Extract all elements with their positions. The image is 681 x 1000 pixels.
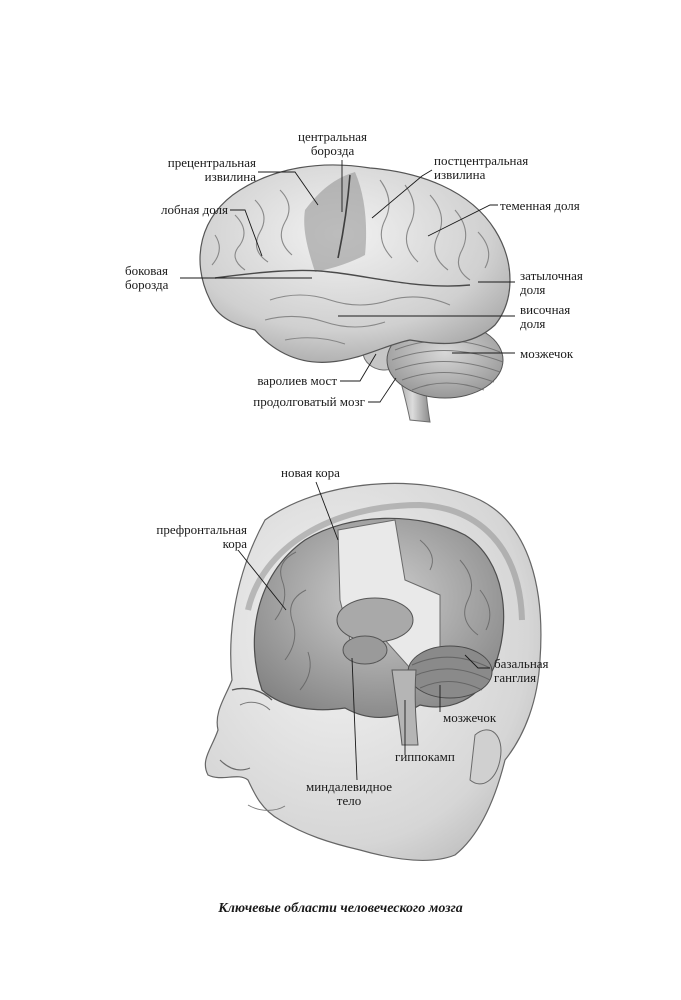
label-temporal-lobe-line2: доля	[520, 316, 546, 331]
label-cerebellum-2-line1: мозжечок	[443, 710, 497, 725]
lateral-brain-illustration	[180, 160, 515, 423]
label-postcentral-gyrus-line2: извилина	[434, 167, 486, 182]
label-frontal-lobe-line1: лобная доля	[161, 202, 228, 217]
label-medulla: продолговатый мозг	[253, 395, 365, 409]
figure-caption: Ключевые области человеческого мозга	[218, 901, 463, 916]
label-amygdala-line1: миндалевидное	[306, 779, 392, 794]
head-brain-illustration	[204, 481, 542, 862]
label-postcentral-gyrus-line1: постцентральная	[434, 153, 529, 168]
label-central-sulcus: центральная борозда	[298, 130, 367, 158]
label-basal-ganglia: базальная ганглия	[494, 657, 549, 685]
label-lateral-sulcus-line1: боковая	[125, 263, 168, 278]
label-amygdala-line2: тело	[336, 793, 362, 808]
label-parietal-lobe: теменная доля	[500, 199, 580, 213]
label-precentral-gyrus: прецентральная извилина	[168, 156, 256, 184]
label-occipital-lobe: затылочная доля	[520, 269, 583, 297]
label-lateral-sulcus: боковая борозда	[125, 264, 168, 292]
label-lateral-sulcus-line2: борозда	[125, 277, 169, 292]
label-neocortex-line1: новая кора	[281, 465, 340, 480]
label-parietal-lobe-line1: теменная доля	[500, 198, 580, 213]
label-central-sulcus-line2: борозда	[310, 143, 355, 158]
label-prefrontal-cortex: префронтальная кора	[156, 523, 247, 551]
label-occipital-lobe-line2: доля	[520, 282, 546, 297]
label-temporal-lobe-line1: височная	[520, 302, 571, 317]
label-occipital-lobe-line1: затылочная	[520, 268, 583, 283]
label-prefrontal-cortex-line2: кора	[222, 536, 247, 551]
label-cerebellum-1: мозжечок	[520, 347, 573, 361]
label-temporal-lobe: височная доля	[520, 303, 570, 331]
label-frontal-lobe: лобная доля	[161, 203, 228, 217]
label-pons-line1: варолиев мост	[257, 373, 337, 388]
label-neocortex: новая кора	[281, 466, 340, 480]
label-central-sulcus-line1: центральная	[298, 129, 368, 144]
label-basal-ganglia-line1: базальная	[494, 656, 549, 671]
label-hippocampus-line1: гиппокамп	[395, 749, 455, 764]
label-cerebellum-2: мозжечок	[443, 711, 496, 725]
label-hippocampus: гиппокамп	[395, 750, 455, 764]
label-cerebellum-1-line1: мозжечок	[520, 346, 574, 361]
label-medulla-line1: продолговатый мозг	[253, 394, 365, 409]
label-prefrontal-cortex-line1: префронтальная	[156, 522, 247, 537]
label-pons: варолиев мост	[257, 374, 337, 388]
label-amygdala: миндалевидное тело	[306, 780, 392, 808]
label-precentral-gyrus-line1: прецентральная	[167, 155, 256, 170]
label-precentral-gyrus-line2: извилина	[204, 169, 256, 184]
label-postcentral-gyrus: постцентральная извилина	[434, 154, 528, 182]
label-basal-ganglia-line2: ганглия	[494, 670, 537, 685]
